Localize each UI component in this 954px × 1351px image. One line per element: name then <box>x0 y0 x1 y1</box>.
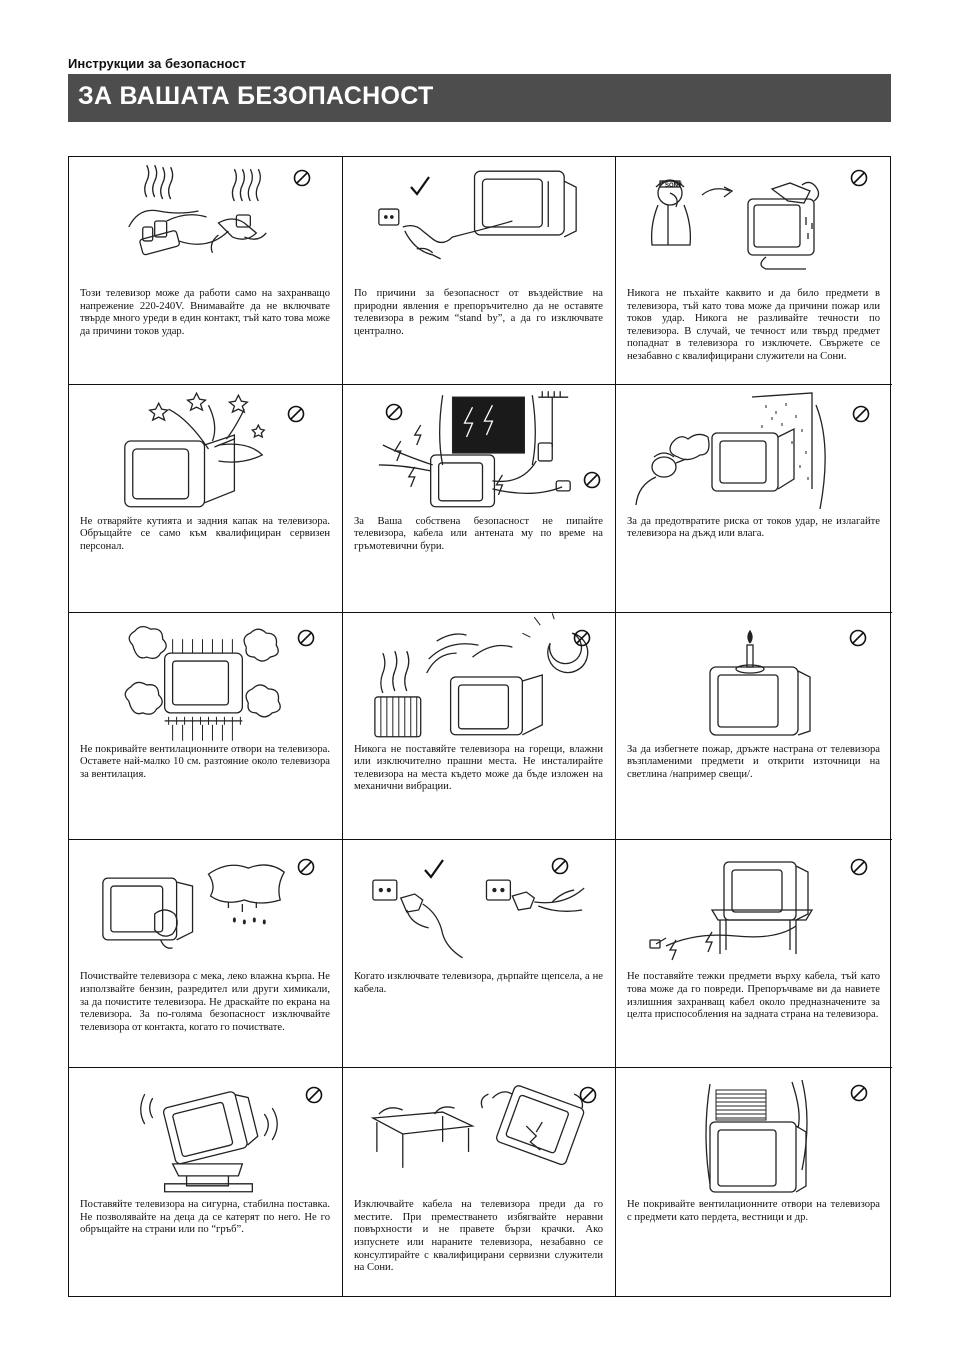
safety-cell-candle: За да избегнете пожар, дръжте настрана о… <box>616 613 892 841</box>
caption-text: Не отваряйте кутията и задния капак на т… <box>80 515 330 552</box>
no-sign-icon <box>849 629 867 647</box>
no-sign-icon <box>305 1086 323 1104</box>
tv-covered-illustration <box>616 1068 892 1196</box>
tv-candle-illustration <box>616 613 892 741</box>
check-mark-icon <box>409 175 431 197</box>
pull-plug-illustration <box>343 840 615 968</box>
safety-cell-cable: Не поставяйте тежки предмети върху кабел… <box>616 840 892 1069</box>
no-sign-icon <box>852 405 870 423</box>
tv-lightning-illustration <box>343 385 615 513</box>
safety-grid: Този телевизор може да работи само на за… <box>68 156 892 1297</box>
tv-heat-illustration <box>343 612 615 741</box>
caption-text: Поставяйте телевизора на сигурна, стабил… <box>80 1199 330 1236</box>
tv-open-cover-illustration <box>69 385 342 513</box>
safety-cell-do-not-open: Не отваряйте кутията и задния капак на т… <box>69 384 343 613</box>
no-sign-icon <box>850 169 868 187</box>
section-label: Инструкции за безопасност <box>68 56 246 71</box>
safety-cell-pull-plug: Когато изключвате телевизора, дърпайте щ… <box>343 840 616 1069</box>
caption-text: Не поставяйте тежки предмети върху кабел… <box>627 971 880 1021</box>
tv-ventilation-illustration <box>69 613 342 741</box>
caption-text: За да избегнете пожар, дръжте настрана о… <box>627 743 880 780</box>
no-sign-icon <box>297 629 315 647</box>
no-sign-icon <box>573 629 591 647</box>
safety-cell-heat: Никога не поставяйте телевизора на горещ… <box>343 612 616 841</box>
safety-cell-outlet-overload: Този телевизор може да работи само на за… <box>69 157 343 385</box>
safety-cell-stable-stand: Поставяйте телевизора на сигурна, стабил… <box>69 1068 343 1296</box>
sony-cap-logo: SONY <box>665 183 683 189</box>
safety-cell-standby: По причини за безопасност от въздействие… <box>343 157 616 385</box>
no-sign-icon <box>293 169 311 187</box>
safety-cell-liquids: SONY Никога не пъхайте каквито и да било… <box>616 157 892 385</box>
outlet-overload-illustration <box>69 157 342 285</box>
caption-text: За Ваша собствена безопасност не пипайте… <box>354 515 603 552</box>
caption-text: Когато изключвате телевизора, дърпайте щ… <box>354 971 603 995</box>
caption-text: Изключвайте кабела на телевизора преди д… <box>354 1199 603 1274</box>
title-bar: ЗА ВАШАТА БЕЗОПАСНОСТ <box>68 74 891 122</box>
no-sign-icon <box>287 405 305 423</box>
caption-text: За да предотвратите риска от токов удар,… <box>627 515 880 540</box>
caption-text: Никога не пъхайте каквито и да било пред… <box>627 288 880 362</box>
caption-text: Почиствайте телевизора с мека, леко влаж… <box>80 971 330 1033</box>
tv-rain-illustration <box>616 385 892 513</box>
safety-cell-moving: Изключвайте кабела на телевизора преди д… <box>343 1068 616 1296</box>
page-title: ЗА ВАШАТА БЕЗОПАСНОСТ <box>78 82 434 110</box>
tv-dropped-illustration <box>343 1068 615 1196</box>
no-sign-icon <box>850 1084 868 1102</box>
no-sign-icon <box>850 858 868 876</box>
no-sign-icon <box>297 858 315 876</box>
no-sign-icon <box>551 857 569 875</box>
safety-cell-moisture: За да предотвратите риска от токов удар,… <box>616 385 892 613</box>
tv-tipping-illustration <box>69 1068 342 1196</box>
safety-cell-cover-vents: Не покривайте вентилационните отвори на … <box>616 1068 892 1296</box>
tv-liquid-illustration: SONY <box>616 157 892 285</box>
caption-text: Не покривайте вентилационните отвори на … <box>80 743 330 780</box>
safety-cell-ventilation: Не покривайте вентилационните отвори на … <box>69 612 343 841</box>
no-sign-icon <box>385 403 403 421</box>
safety-cell-cleaning: Почиствайте телевизора с мека, леко влаж… <box>69 840 343 1069</box>
tv-cleaning-illustration <box>69 840 342 968</box>
tv-unplug-illustration <box>343 157 615 285</box>
tv-cable-illustration <box>616 840 892 968</box>
caption-text: По причини за безопасност от въздействие… <box>354 288 603 337</box>
no-sign-icon <box>579 1086 597 1104</box>
no-sign-icon <box>583 471 601 489</box>
caption-text: Никога не поставяйте телевизора на горещ… <box>354 743 603 793</box>
caption-text: Не покривайте вентилационните отвори на … <box>627 1199 880 1223</box>
check-mark-icon <box>423 858 445 880</box>
safety-cell-thunderstorm: За Ваша собствена безопасност не пипайте… <box>343 384 616 613</box>
caption-text: Този телевизор може да работи само на за… <box>80 288 330 337</box>
